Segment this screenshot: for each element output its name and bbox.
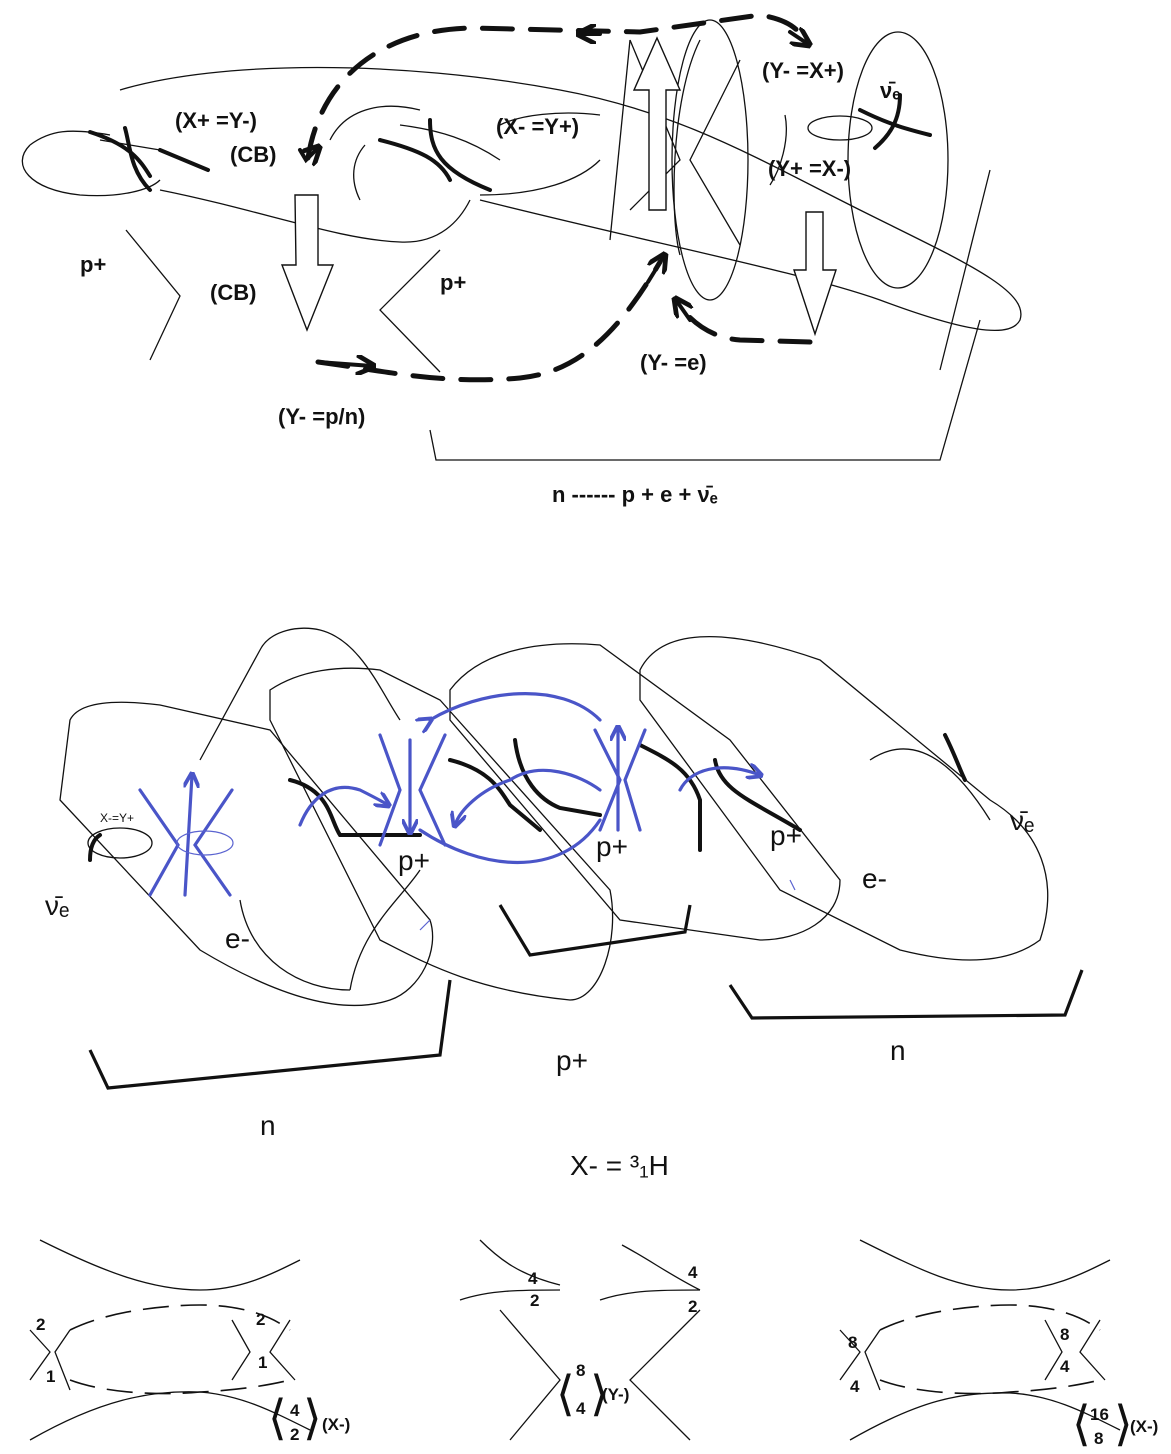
tritium-equation: X- = ³₁H [570,1150,669,1181]
left-num-bl: 1 [46,1367,55,1386]
label-x-plus-y-minus: (X+ =Y-) [175,108,257,133]
left-num-br: 1 [258,1353,267,1372]
top-section: p+ p+ (X+ =Y-) (CB) (CB) (X- =Y+) (Y- =X… [21,12,1022,507]
center-paren-top: 8 [576,1361,585,1380]
blue-flow [138,788,180,897]
svg-text:⟩: ⟩ [590,1366,609,1422]
center-paren-bot: 4 [576,1399,586,1418]
label-neutrino-top: ν̄ₑ [880,78,901,103]
label-n-right: n [890,1035,906,1066]
svg-text:⟨: ⟨ [556,1366,575,1422]
left-paren-top: 4 [290,1401,300,1420]
label-neutrino-left: ν̄ₑ [45,890,69,921]
left-num-tl: 2 [36,1315,45,1334]
label-p-mid: p+ [440,270,466,295]
label-neutrino-right: ν̄ₑ [1010,805,1034,836]
center-num-tr-bot: 2 [688,1297,697,1316]
svg-text:⟩: ⟩ [303,1390,322,1446]
svg-text:⟨: ⟨ [268,1390,287,1446]
bracket-n-left [88,979,452,1090]
bracket-n-right [728,969,1084,1020]
label-x-minus-y-plus-small: X-=Y+ [100,811,134,825]
label-e-right: e- [862,863,887,894]
left-paren-label: (X-) [322,1415,350,1434]
label-cb-upper: (CB) [230,142,276,167]
label-p1: p+ [398,845,430,876]
hollow-arrow-down-cb [280,194,335,332]
bracket-p-center [498,904,692,957]
label-y-minus-pn: (Y- =p/n) [278,404,365,429]
label-y-minus-e: (Y- =e) [640,350,707,375]
right-paren-top: 16 [1090,1405,1109,1424]
label-p2: p+ [596,831,628,862]
label-p-left: p+ [80,252,106,277]
center-num-tl-bot: 2 [530,1291,539,1310]
right-num-tl: 8 [848,1333,857,1352]
dashed-loop-lower [315,259,663,383]
right-num-bl: 4 [850,1377,860,1396]
center-paren-label: (Y-) [602,1385,629,1404]
label-y-plus-x-minus: (Y+ =X-) [768,156,851,181]
label-n-left: n [260,1110,276,1141]
svg-text:⟩: ⟩ [1114,1396,1133,1452]
label-cb-lower: (CB) [210,280,256,305]
label-y-minus-x-plus: (Y- =X+) [762,58,844,83]
middle-section: X-=Y+ ν̄ₑ ν̄ₑ e- e- p+ p+ p+ p+ n n X- =… [45,627,1084,1181]
right-num-tr: 8 [1060,1325,1069,1344]
right-paren-label: (X-) [1130,1417,1158,1436]
hollow-arrow-down-right [793,211,837,337]
label-p-bottom: p+ [556,1045,588,1076]
center-num-tl-top: 4 [528,1269,538,1288]
right-paren-bot: 8 [1094,1429,1103,1448]
svg-text:⟨: ⟨ [1072,1396,1091,1452]
label-p3: p+ [770,820,802,851]
beta-decay-equation: n ------ p + e + ν̄ₑ [552,482,718,507]
label-e-left: e- [225,923,250,954]
left-paren-bot: 2 [290,1425,299,1444]
right-num-br: 4 [1060,1357,1070,1376]
label-x-minus-y-plus: (X- =Y+) [496,114,579,139]
bottom-section: 2 1 2 1 ⟨ 4 2 ⟩ (X-) 4 2 4 2 ⟨ 8 4 ⟩ (Y-… [29,1239,1158,1452]
center-num-tr-top: 4 [688,1263,698,1282]
dashed-loop [305,12,809,161]
left-num-tr: 2 [256,1310,265,1329]
hollow-arrow-up [632,36,682,211]
